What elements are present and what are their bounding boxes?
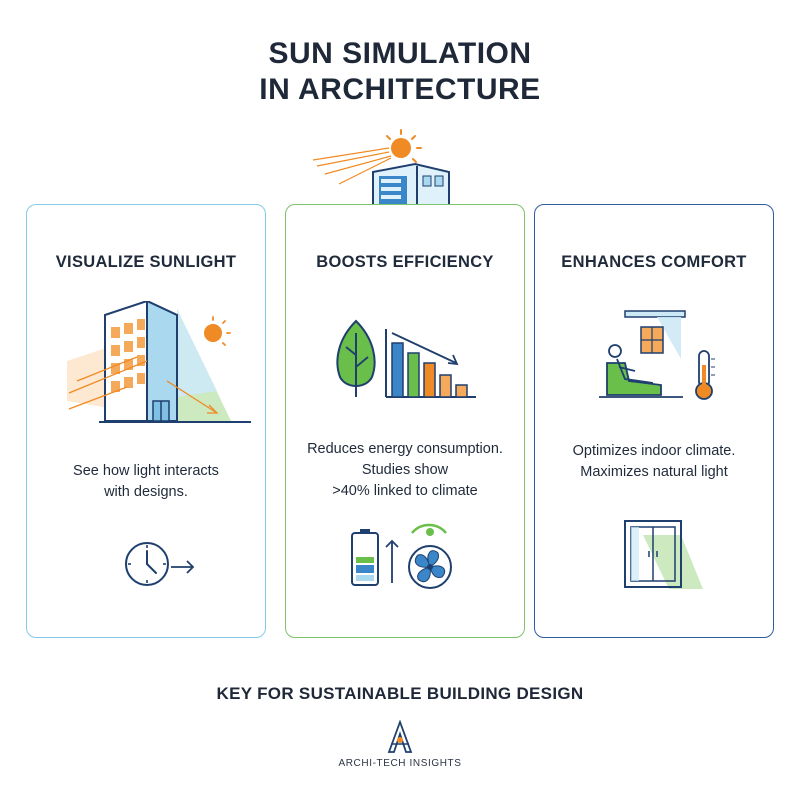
card-title: VISUALIZE SUNLIGHT [55, 253, 237, 271]
card-boosts-efficiency: BOOSTS EFFICIENCY Reduces energy consump… [285, 204, 525, 638]
page-title-line1: SUN SIMULATION [268, 37, 532, 70]
leaf-icon [336, 319, 376, 397]
card-line: Studies show [361, 462, 449, 478]
card-description: See how light interacts with designs. [27, 461, 265, 503]
clock-arrow-icon [125, 542, 195, 586]
fan-icon [408, 523, 452, 589]
page-title-line2: IN ARCHITECTURE [259, 73, 541, 106]
card-line: See how light interacts [73, 463, 219, 479]
arrow-up-icon [385, 539, 399, 583]
battery-icon [351, 529, 379, 586]
sun-icon [386, 129, 422, 163]
card-visualize-sunlight: VISUALIZE SUNLIGHT [26, 204, 266, 638]
footer-tagline: KEY FOR SUSTAINABLE BUILDING DESIGN [216, 684, 584, 703]
battery-fan-icon [351, 523, 452, 589]
card-line: Optimizes indoor climate. [572, 443, 736, 459]
sun-icon [204, 316, 231, 346]
person-chair-icon [606, 344, 662, 396]
card-description: Reduces energy consumption. Studies show… [286, 439, 524, 502]
card-description: Optimizes indoor climate. Maximizes natu… [535, 441, 773, 483]
person-chair-thermometer-icon [599, 310, 715, 400]
window-icon [624, 520, 703, 589]
card-line: Reduces energy consumption. [307, 441, 503, 457]
brand-name: ARCHI-TECH INSIGHTS [338, 758, 462, 769]
card-line: Maximizes natural light [580, 464, 728, 480]
window-icon [640, 326, 664, 354]
card-enhances-comfort: ENHANCES COMFORT Optimizes indoor climat… [534, 204, 774, 638]
building-sunlight-icon [67, 301, 251, 423]
building-icon [372, 162, 450, 206]
card-title: BOOSTS EFFICIENCY [316, 253, 494, 271]
page-title: SUN SIMULATION IN ARCHITECTURE [0, 36, 800, 108]
thermometer-icon [695, 350, 715, 400]
bar-chart-icon [385, 329, 476, 398]
sun-building-hero-icon [312, 129, 450, 206]
card-title: ENHANCES COMFORT [561, 253, 747, 271]
leaf-bar-chart-icon [336, 319, 476, 398]
card-line: >40% linked to climate [332, 483, 478, 499]
compass-logo-icon [387, 720, 413, 753]
card-line: with designs. [104, 484, 188, 500]
building-icon [104, 301, 178, 422]
